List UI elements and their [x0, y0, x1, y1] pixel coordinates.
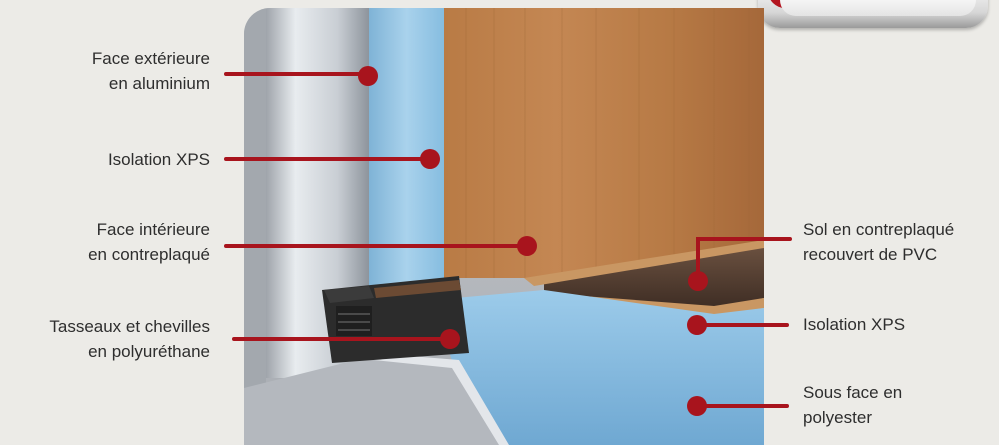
label-sol: Sol en contreplaqué recouvert de PVC [803, 217, 954, 267]
marker-sol [688, 271, 708, 291]
label-tasseaux: Tasseaux et chevilles en polyuréthane [49, 314, 210, 364]
marker-tasseaux [440, 329, 460, 349]
marker-face-interieure [517, 236, 537, 256]
marker-sous-face [687, 396, 707, 416]
label-face-exterieure: Face extérieure en aluminium [92, 46, 210, 96]
marker-isolation-xps-wall [420, 149, 440, 169]
label-sous-face: Sous face en polyester [803, 380, 902, 430]
label-face-interieure: Face intérieure en contreplaqué [88, 217, 210, 267]
label-isolation-xps-wall: Isolation XPS [108, 147, 210, 172]
marker-face-exterieure [358, 66, 378, 86]
marker-isolation-xps-floor [687, 315, 707, 335]
label-isolation-xps-floor: Isolation XPS [803, 312, 905, 337]
